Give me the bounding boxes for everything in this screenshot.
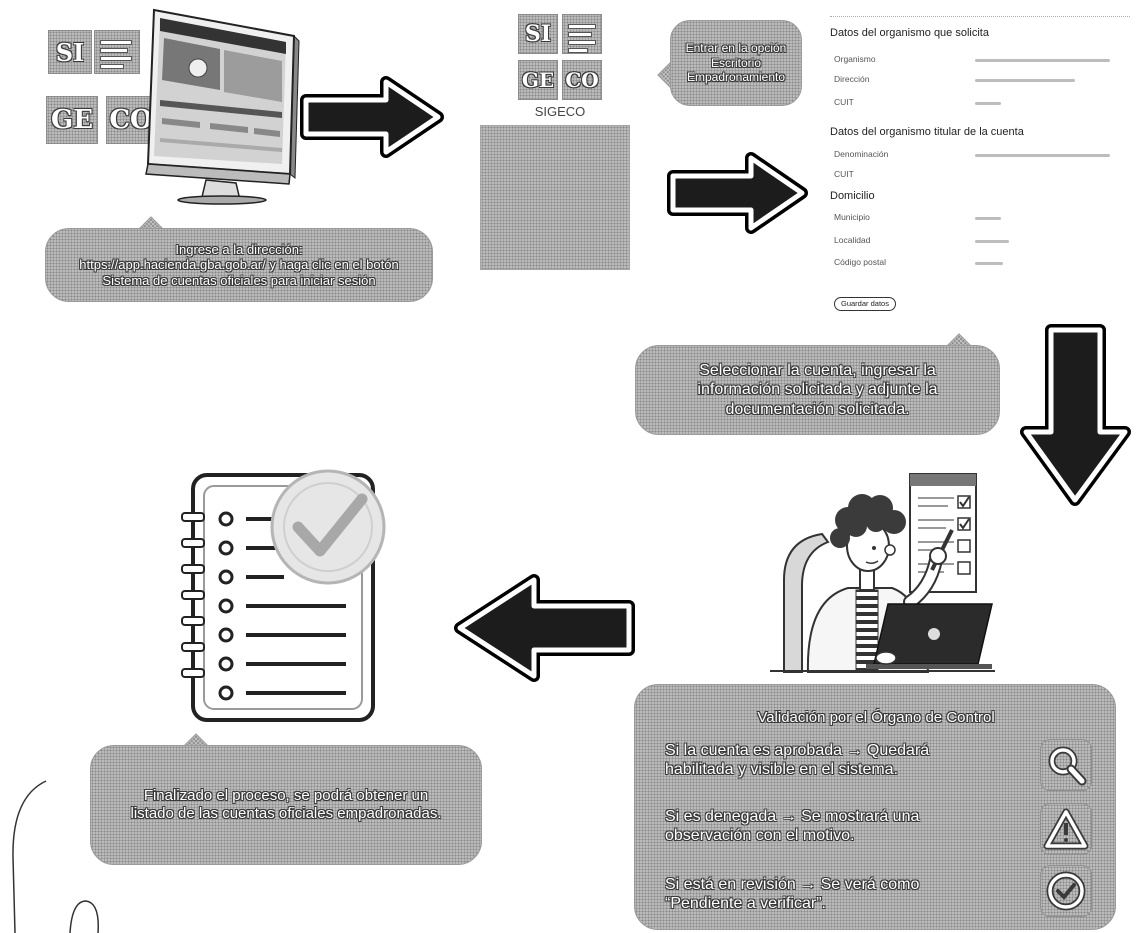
- step2-bubble: Entrar en la opción Escritorio Empadrona…: [670, 20, 802, 106]
- form-top-divider: [830, 16, 1130, 17]
- logo-caption: SIGECO: [518, 104, 602, 119]
- logo-tile-text: [562, 14, 602, 54]
- registration-form: Datos del organismo que solicita Organis…: [830, 14, 1130, 314]
- warning-icon: [1040, 803, 1092, 855]
- form-field-label: Organismo: [834, 54, 876, 64]
- form-field-value: [975, 102, 1001, 105]
- decorative-curve: [0, 775, 120, 933]
- arrow-down-icon: [1018, 322, 1133, 508]
- form-field-label: CUIT: [834, 97, 854, 107]
- outcome-text-line: Si está en revisión → Se verá como: [665, 875, 919, 894]
- form-field-label: Código postal: [834, 257, 886, 267]
- outcome-denied: Si es denegada → Se mostrará una observa…: [665, 807, 919, 845]
- form-field-value: [975, 59, 1110, 62]
- bubble-text-line: listado de las cuentas oficiales empadro…: [130, 805, 441, 823]
- logo-tile-ge: GE: [46, 96, 98, 144]
- magnifier-icon: [1040, 739, 1092, 791]
- bubble-text-line: documentación solicitada.: [725, 400, 909, 419]
- monitor-illustration: [140, 6, 300, 206]
- person-with-laptop-illustration: [770, 468, 995, 673]
- form-field-label: Localidad: [834, 235, 870, 245]
- bubble-text-line: Seleccionar la cuenta, ingresar la: [699, 361, 936, 380]
- bubble-text-line: información solicitada y adjunte la: [697, 380, 937, 399]
- check-circle-icon: [1040, 865, 1092, 917]
- form-field-label: Denominación: [834, 149, 888, 159]
- arrow-right-icon: [665, 152, 810, 234]
- bubble-text-line: Escritorio: [711, 56, 761, 70]
- outcome-text-line: observación con el motivo.: [665, 826, 919, 845]
- outcome-approved: Si la cuenta es aprobada → Quedará habil…: [665, 741, 929, 779]
- form-section-title: Datos del organismo que solicita: [830, 27, 989, 39]
- arrow-right-icon: [298, 76, 446, 158]
- outcome-text-line: Si la cuenta es aprobada → Quedará: [665, 741, 929, 760]
- outcome-text-line: “Pendiente a verificar”.: [665, 894, 919, 913]
- arrow-left-icon: [452, 572, 637, 684]
- outcome-text-line: habilitada y visible en el sistema.: [665, 760, 929, 779]
- logo-tile-si: SI: [48, 30, 92, 74]
- form-field-value: [975, 217, 1001, 220]
- form-field-value: [975, 154, 1110, 157]
- form-field-label: Municipio: [834, 212, 870, 222]
- logo-tile-text: [94, 30, 140, 74]
- bubble-text-line: Sistema de cuentas oficiales para inicia…: [102, 273, 375, 289]
- bubble-text-line: Ingrese a la dirección:: [175, 242, 302, 258]
- step4-bubble: Validación por el Órgano de Control Si l…: [634, 684, 1116, 930]
- outcome-text-line: Si es denegada → Se mostrará una: [665, 807, 919, 826]
- form-field-value: [975, 240, 1009, 243]
- bubble-text-line: https://app.hacienda.gba.gob.ar/ y haga …: [79, 257, 398, 273]
- form-field-label: CUIT: [834, 169, 854, 179]
- step4-title: Validación por el Órgano de Control: [635, 709, 1117, 726]
- form-field-value: [975, 262, 1003, 265]
- form-field-label: Dirección: [834, 74, 869, 84]
- step3-bubble: Seleccionar la cuenta, ingresar la infor…: [635, 345, 1000, 435]
- form-section-title: Datos del organismo titular de la cuenta: [830, 126, 1024, 138]
- save-button: Guardar datos: [834, 297, 896, 311]
- logo-tile-si: SI: [518, 14, 558, 54]
- form-field-value: [975, 79, 1075, 82]
- bubble-text-line: Finalizado el proceso, se podrá obtener …: [144, 787, 428, 805]
- step1-bubble: Ingrese a la dirección: https://app.haci…: [45, 228, 433, 302]
- bubble-text-line: Entrar en la opción: [686, 41, 787, 55]
- logo-tile-co: CO: [562, 60, 602, 100]
- bubble-text-line: Empadronamiento: [687, 70, 785, 84]
- logo-tile-ge: GE: [518, 60, 558, 100]
- outcome-in-review: Si está en revisión → Se verá como “Pend…: [665, 875, 919, 913]
- form-section-title: Domicilio: [830, 190, 875, 202]
- checklist-illustration: [168, 455, 393, 725]
- accounts-panel: [480, 125, 630, 270]
- step5-bubble: Finalizado el proceso, se podrá obtener …: [90, 745, 482, 865]
